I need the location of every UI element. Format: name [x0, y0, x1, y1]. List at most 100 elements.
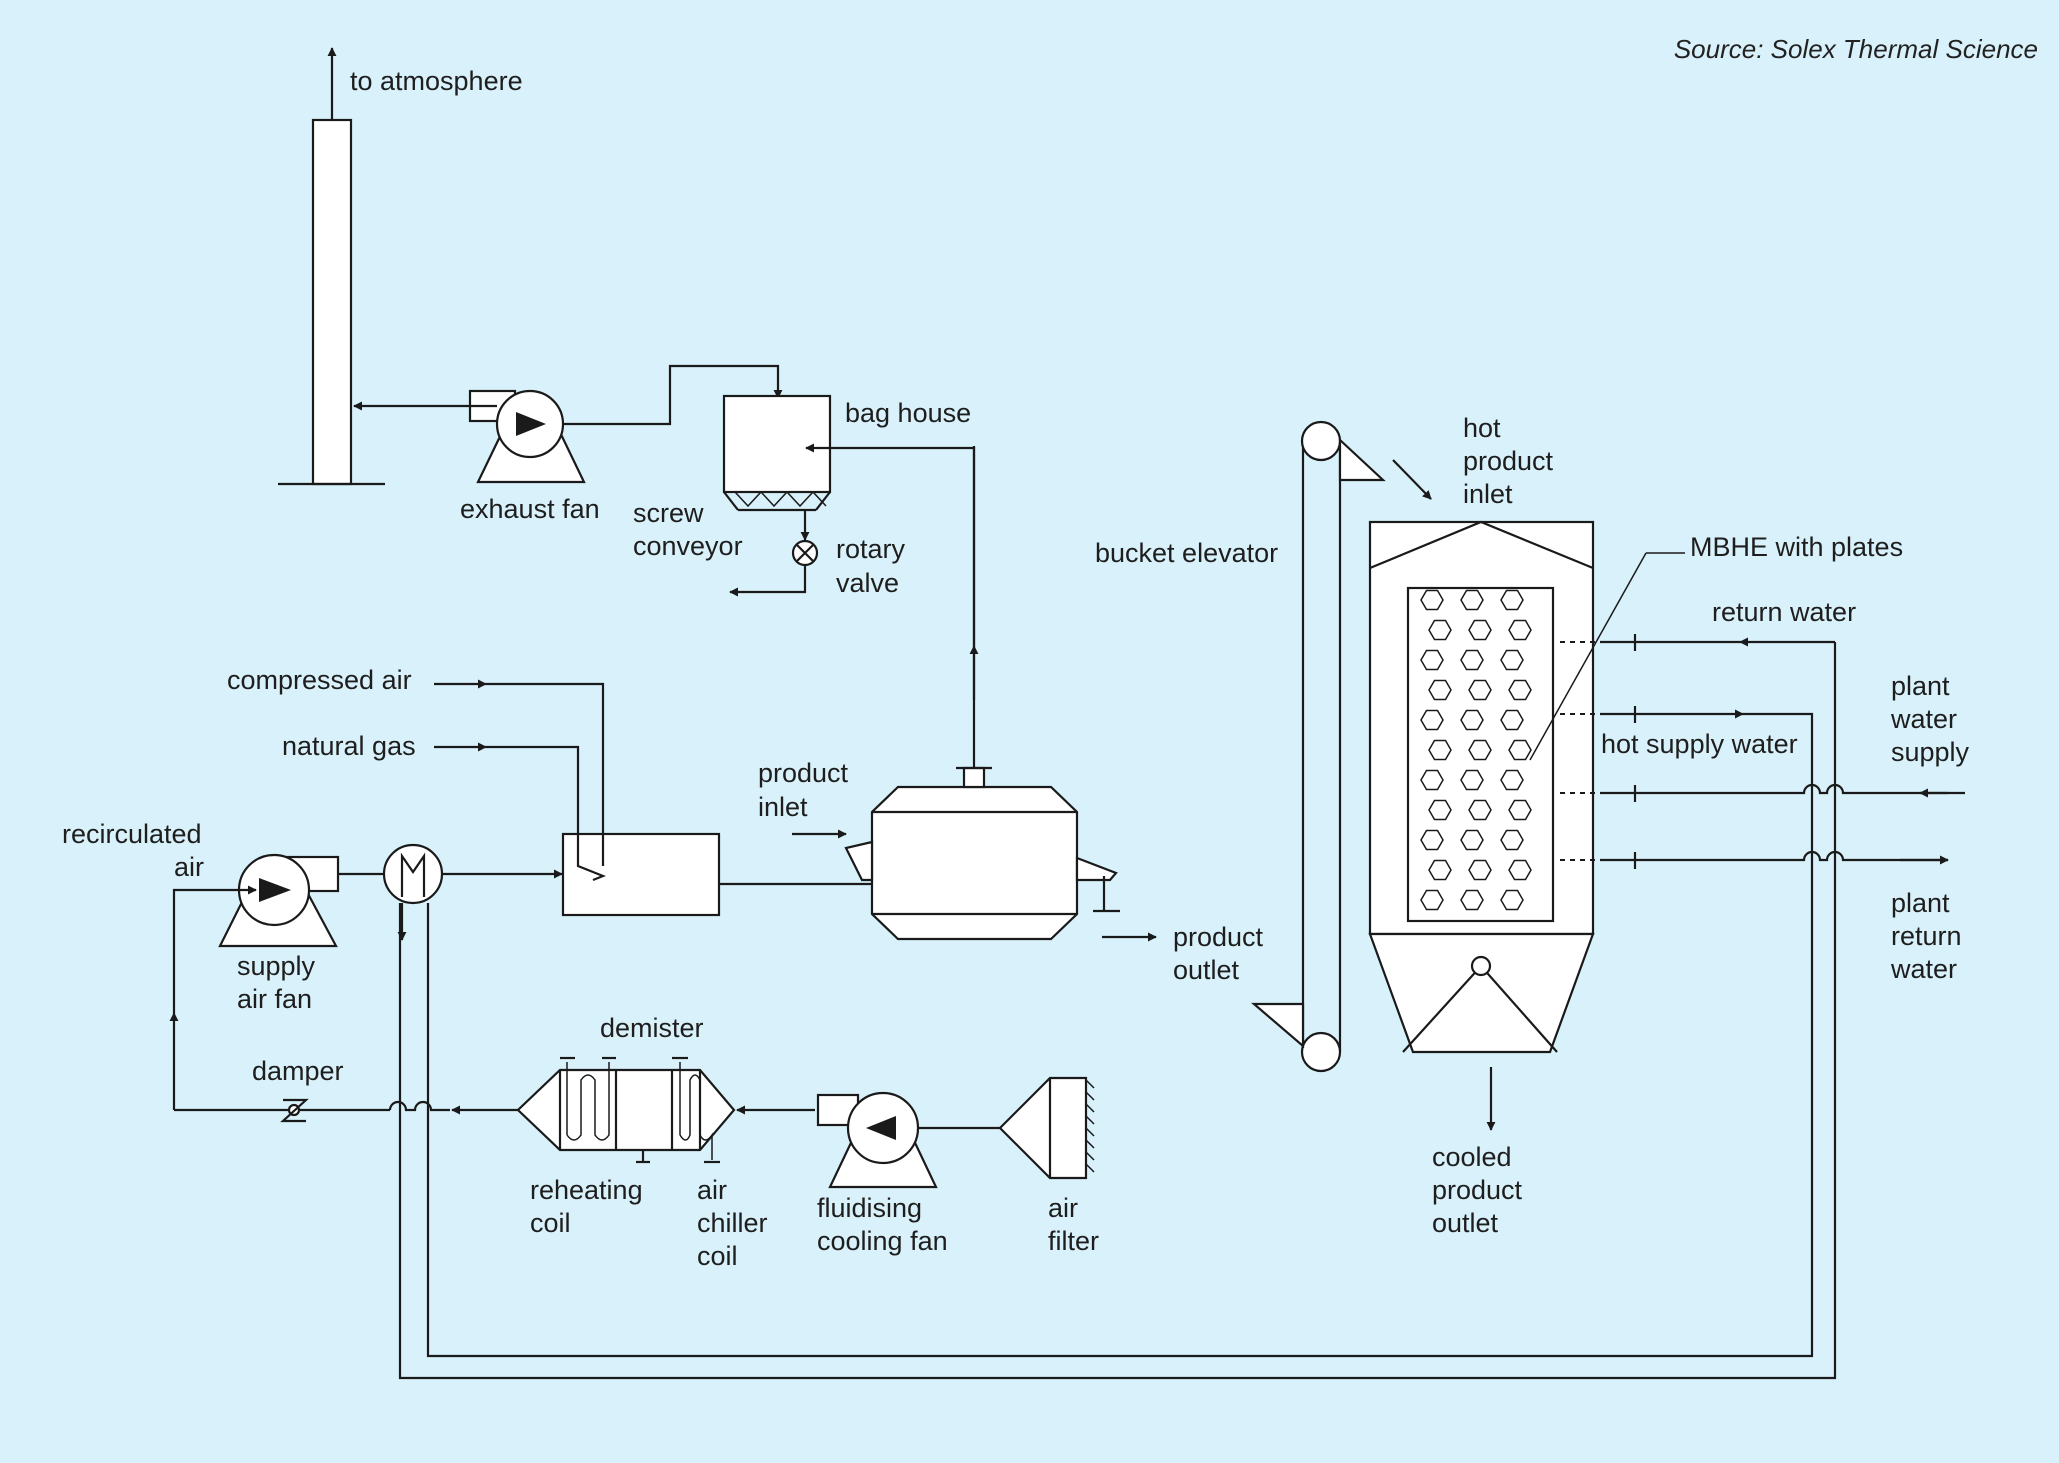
mbhe-plate-hexagon — [1500, 829, 1524, 851]
compressed-air-line — [486, 682, 605, 866]
exhaust-stack — [278, 47, 385, 486]
exhaust-fan-icon — [468, 389, 586, 484]
mbhe-plate-hexagon — [1508, 859, 1532, 881]
hot-product-label: product — [1463, 446, 1554, 476]
to-atmosphere-label: to atmosphere — [350, 66, 523, 96]
exhaust-to-baghouse-line — [805, 443, 976, 646]
mbhe-plate-hexagon — [1428, 739, 1452, 761]
cooling-fan-label: cooling fan — [817, 1226, 948, 1256]
natural-gas-line — [486, 745, 580, 866]
mbhe-plate-hexagon — [1428, 679, 1452, 701]
hot-supply-loop — [426, 712, 1814, 1358]
mbhe-plate-hexagon — [1420, 589, 1444, 611]
air-chiller-label-1: air — [697, 1175, 727, 1205]
plant-water-supply-label-2: water — [1890, 704, 1957, 734]
bucket-elevator-icon — [1251, 420, 1386, 1073]
valve-label: valve — [836, 568, 899, 598]
air-chiller-label-2: chiller — [697, 1208, 768, 1238]
air-label-1: air — [174, 852, 204, 882]
rotary-valve-icon — [791, 539, 819, 567]
return-water-loop — [398, 642, 1837, 1380]
valve-discharge-line — [729, 565, 807, 597]
plant-water-supply-line — [1600, 783, 1948, 795]
screw-label: screw — [633, 498, 704, 528]
mbhe-plate-hexagon — [1420, 769, 1444, 791]
mbhe-plate-hexagon — [1460, 889, 1484, 911]
mbhe-plate-hexagon — [1468, 619, 1492, 641]
cooled-product-label: product — [1432, 1175, 1523, 1205]
mbhe-plate-hexagon — [1460, 589, 1484, 611]
bucket-elevator-label: bucket elevator — [1095, 538, 1278, 568]
product-outlet-label-2: outlet — [1173, 955, 1240, 985]
mbhe-plate-hexagon — [1468, 859, 1492, 881]
mbhe-plate-hexagon — [1508, 799, 1532, 821]
mbhe-plate-hexagon — [1460, 709, 1484, 731]
mbhe-plate-hexagon — [1428, 859, 1452, 881]
demister-label: demister — [600, 1013, 704, 1043]
plant-water-supply-label-3: supply — [1891, 737, 1970, 767]
mbhe-plate-hexagon — [1428, 619, 1452, 641]
product-outlet-label-1: product — [1173, 922, 1264, 952]
mbhe-plate-hexagon — [1460, 829, 1484, 851]
product-inlet-label-2: inlet — [758, 792, 808, 822]
plant-return-water-line — [1600, 850, 1948, 862]
mbhe-plate-hexagon — [1420, 889, 1444, 911]
air-filter-label-2: filter — [1048, 1226, 1099, 1256]
plant-return-water-label-1: plant — [1891, 888, 1950, 918]
burner-icon — [561, 832, 721, 917]
hot-product-inlet-label: inlet — [1463, 479, 1513, 509]
recirculated-label: recirculated — [62, 819, 202, 849]
mbhe-plate-hexagon — [1420, 829, 1444, 851]
plant-water-supply-label-1: plant — [1891, 671, 1950, 701]
mbhe-plate-hexagons — [1420, 589, 1532, 911]
mbhe-plate-hexagon — [1500, 709, 1524, 731]
cooled-label: cooled — [1432, 1142, 1512, 1172]
burner-nozzle — [576, 834, 606, 882]
mbhe-plate-hexagon — [1500, 649, 1524, 671]
mbhe-plate-hexagon — [1500, 769, 1524, 791]
heat-exchanger-icon — [382, 843, 444, 905]
mbhe-plate-hexagon — [1420, 649, 1444, 671]
mbhe-plate-hexagon — [1468, 679, 1492, 701]
mbhe-plate-hexagon — [1508, 679, 1532, 701]
supply-label: supply — [237, 951, 316, 981]
mbhe-plate-hexagon — [1460, 649, 1484, 671]
fluid-bed-dryer-icon — [844, 766, 1120, 941]
mbhe-plate-hexagon — [1468, 799, 1492, 821]
cooled-outlet-label: outlet — [1432, 1208, 1499, 1238]
bag-house-icon — [722, 394, 832, 512]
plant-return-water-label-3: water — [1890, 954, 1957, 984]
plant-return-water-label-2: return — [1891, 921, 1962, 951]
exhaust-fan-label: exhaust fan — [460, 494, 600, 524]
fluidising-cooling-fan-icon — [816, 1091, 938, 1189]
mbhe-plate-hexagon — [1460, 769, 1484, 791]
bag-house-label: bag house — [845, 398, 971, 428]
mbhe-plate-hexagon — [1500, 889, 1524, 911]
air-filter-icon — [998, 1076, 1095, 1180]
source-credit: Source: Solex Thermal Science — [1674, 34, 2038, 64]
mbhe-plate-hexagon — [1508, 619, 1532, 641]
mbhe-plate-hexagon — [1428, 799, 1452, 821]
recirc-to-fan-line — [172, 885, 257, 1013]
damper-label: damper — [252, 1056, 344, 1086]
hot-label: hot — [1463, 413, 1501, 443]
mbhe-leader-line — [1529, 552, 1647, 761]
damper-icon — [280, 1098, 309, 1123]
reheating-coil-label: coil — [530, 1208, 571, 1238]
natural-gas-label: natural gas — [282, 731, 416, 761]
rotary-label: rotary — [836, 534, 906, 564]
compressed-air-label: compressed air — [227, 665, 412, 695]
product-inlet-label-1: product — [758, 758, 849, 788]
mbhe-plate-hexagon — [1420, 709, 1444, 731]
mbhe-plate-hexagon — [1468, 739, 1492, 761]
demister-coil-unit-icon — [516, 1056, 736, 1164]
reheating-label: reheating — [530, 1175, 643, 1205]
mbhe-plate-hexagon — [1500, 589, 1524, 611]
mbhe-plate-hexagon — [1508, 739, 1532, 761]
air-fan-label: air fan — [237, 984, 312, 1014]
return-water-label: return water — [1712, 597, 1856, 627]
baghouse-to-fan-line — [563, 364, 783, 426]
air-chiller-label-3: coil — [697, 1241, 738, 1271]
air-filter-label-1: air — [1048, 1193, 1078, 1223]
